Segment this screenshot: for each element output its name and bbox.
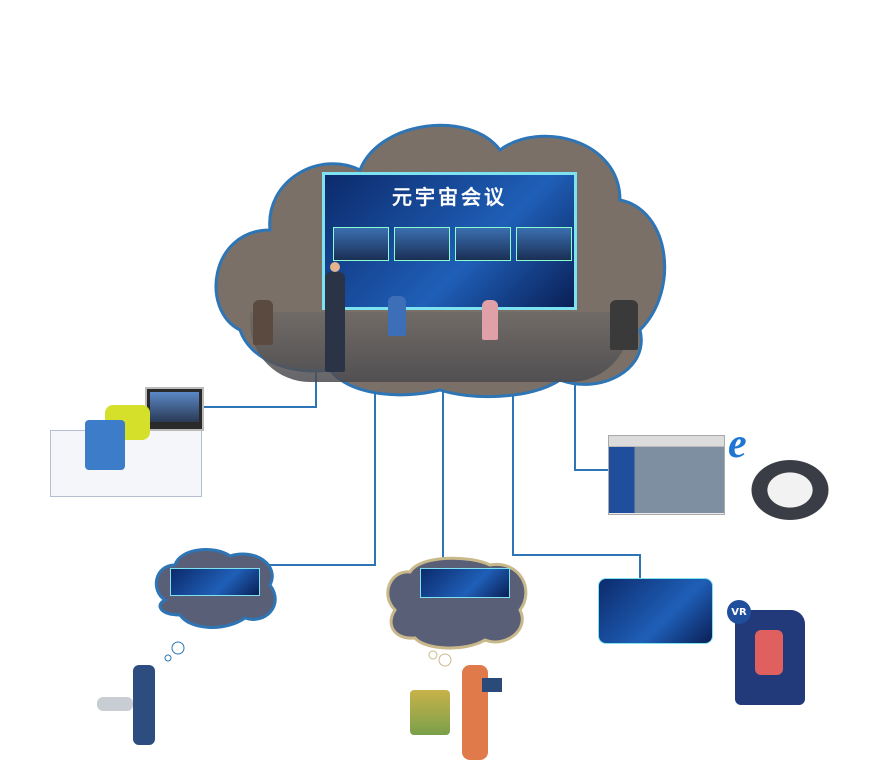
mobile-user bbox=[133, 665, 155, 745]
tablet-device bbox=[482, 678, 502, 692]
virtual-floor bbox=[250, 312, 630, 382]
avatar-presenter bbox=[325, 272, 345, 372]
mobile-meeting-view bbox=[170, 568, 260, 596]
tablet-meeting-view bbox=[420, 568, 510, 598]
connector-browser bbox=[574, 380, 610, 471]
screen-title: 元宇宙会议 bbox=[392, 185, 507, 209]
venue-thumbnail bbox=[455, 227, 511, 261]
browser-toolbar bbox=[609, 436, 724, 447]
thought-bubble bbox=[164, 654, 172, 662]
desktop-monitor bbox=[145, 387, 204, 431]
desk bbox=[50, 430, 202, 497]
avatar-seated bbox=[482, 300, 498, 340]
avatar-seated bbox=[610, 300, 638, 350]
office-chair bbox=[85, 420, 125, 470]
thought-bubble bbox=[438, 653, 452, 667]
thought-bubble bbox=[428, 650, 438, 660]
main-conference-screen: 元宇宙会议 bbox=[322, 172, 577, 310]
avatar-seated bbox=[253, 300, 273, 345]
airport-tower-icon bbox=[410, 690, 450, 735]
ie-browser-icon: e bbox=[728, 421, 747, 467]
vr-badge: VR bbox=[727, 600, 751, 624]
avatar-head bbox=[330, 262, 340, 272]
avatar-seated bbox=[388, 296, 406, 336]
connector-mobile bbox=[245, 390, 376, 566]
venue-thumbnail bbox=[516, 227, 572, 261]
car-icon bbox=[97, 697, 133, 711]
venue-thumbnail bbox=[333, 227, 389, 261]
monitor-screen bbox=[150, 392, 199, 422]
vr-meeting-view bbox=[598, 578, 713, 644]
browser-window bbox=[608, 435, 725, 515]
venue-thumbnail bbox=[394, 227, 450, 261]
vr-user bbox=[755, 630, 783, 675]
thought-bubble bbox=[171, 641, 185, 655]
connector-vr bbox=[512, 390, 641, 578]
conference-table-group bbox=[745, 455, 835, 525]
browser-meeting-view bbox=[609, 447, 724, 513]
